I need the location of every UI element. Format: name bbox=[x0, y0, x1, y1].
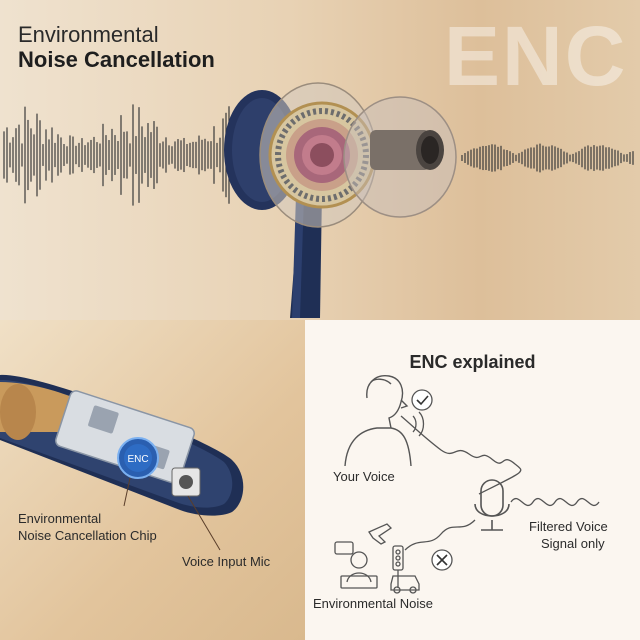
hero-title-line1: Environmental bbox=[18, 22, 159, 47]
check-icon bbox=[411, 389, 433, 411]
filtered-waveform-right bbox=[461, 143, 634, 173]
chip-label-line1: Environmental bbox=[18, 511, 102, 526]
hero-graphic bbox=[3, 82, 634, 318]
filtered-voice-line1: Filtered Voice bbox=[529, 519, 608, 534]
noise-signal-line bbox=[404, 519, 476, 551]
environmental-noise-icon bbox=[334, 523, 420, 594]
speech-waves-icon bbox=[412, 415, 417, 433]
hero-panel: ENC Environmental Noise Cancellation bbox=[0, 0, 640, 320]
filtered-voice-line2: Signal only bbox=[541, 536, 605, 551]
cross-icon bbox=[431, 549, 453, 571]
speaker-icon bbox=[344, 375, 412, 467]
hero-title-line2: Noise Cancellation bbox=[18, 47, 215, 72]
chip-label-line2: Noise Cancellation Chip bbox=[18, 528, 157, 543]
your-voice-label: Your Voice bbox=[333, 469, 395, 484]
environmental-noise-label: Environmental Noise bbox=[313, 596, 433, 611]
explained-title: ENC explained bbox=[409, 352, 536, 372]
voice-signal-line bbox=[400, 415, 522, 495]
enc-watermark: ENC bbox=[444, 9, 628, 103]
chip-panel: ENC Environmental Noise Cancellation Chi… bbox=[0, 320, 305, 640]
noise-waveform-left bbox=[3, 104, 230, 206]
microphone-icon bbox=[474, 479, 510, 531]
enc-diagram bbox=[334, 375, 600, 594]
explained-panel: ENC explained bbox=[305, 320, 640, 640]
earbud-cutaway-image: ENC bbox=[0, 374, 244, 551]
earbud-image bbox=[224, 82, 457, 318]
chip-badge: ENC bbox=[127, 454, 148, 465]
mic-label: Voice Input Mic bbox=[182, 554, 271, 569]
filtered-signal-line bbox=[510, 497, 600, 507]
